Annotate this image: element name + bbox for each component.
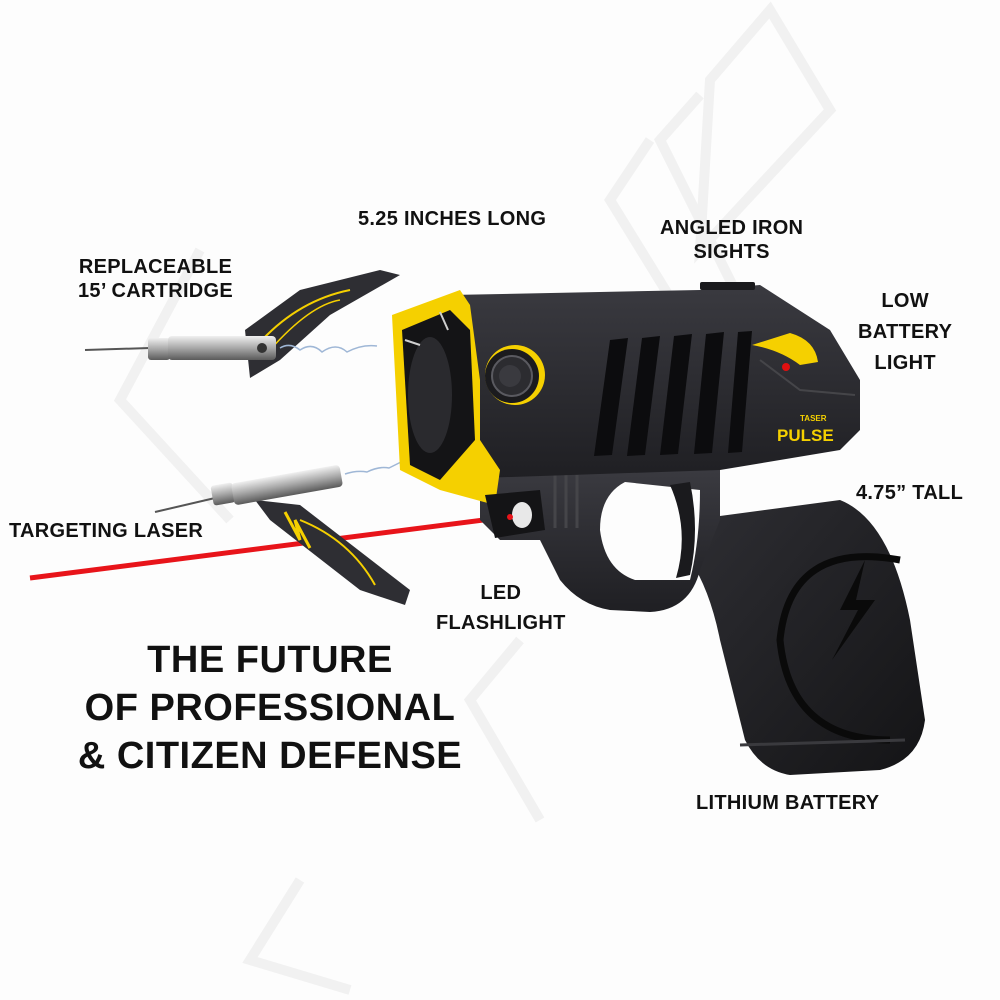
laser-beam bbox=[29, 513, 516, 581]
callout-laser: TARGETING LASER bbox=[9, 520, 204, 542]
headline-line-2: OF PROFESSIONAL bbox=[84, 687, 456, 729]
callout-height: 4.75” TALL bbox=[856, 482, 964, 504]
low-battery-led bbox=[782, 363, 790, 371]
callout-cartridge: REPLACEABLE 15’ CARTRIDGE bbox=[78, 256, 234, 302]
cartridge-bay bbox=[392, 290, 545, 505]
grip bbox=[690, 500, 925, 775]
headline-line-3: & CITIZEN DEFENSE bbox=[77, 735, 463, 777]
lower-probe bbox=[154, 455, 414, 605]
taser-pulse-logo: TASER PULSE bbox=[777, 414, 834, 445]
svg-text:TASER: TASER bbox=[800, 414, 827, 423]
callout-flashlight: LED FLASHLIGHT bbox=[436, 582, 566, 634]
upper-probe bbox=[84, 270, 400, 378]
callout-battery: LITHIUM BATTERY bbox=[696, 792, 880, 814]
flashlight-laser-window bbox=[485, 490, 545, 538]
upper-body bbox=[450, 282, 860, 478]
headline-line-1: THE FUTURE bbox=[147, 639, 393, 681]
callout-length: 5.25 INCHES LONG bbox=[358, 208, 547, 230]
low-battery-tab bbox=[752, 333, 818, 365]
callout-low-battery: LOW BATTERY LIGHT bbox=[858, 290, 953, 374]
iron-sight bbox=[700, 282, 755, 290]
callout-iron-sights: ANGLED IRON SIGHTS bbox=[660, 217, 804, 263]
headline: THE FUTURE OF PROFESSIONAL & CITIZEN DEF… bbox=[40, 636, 500, 780]
svg-text:PULSE: PULSE bbox=[777, 426, 834, 445]
